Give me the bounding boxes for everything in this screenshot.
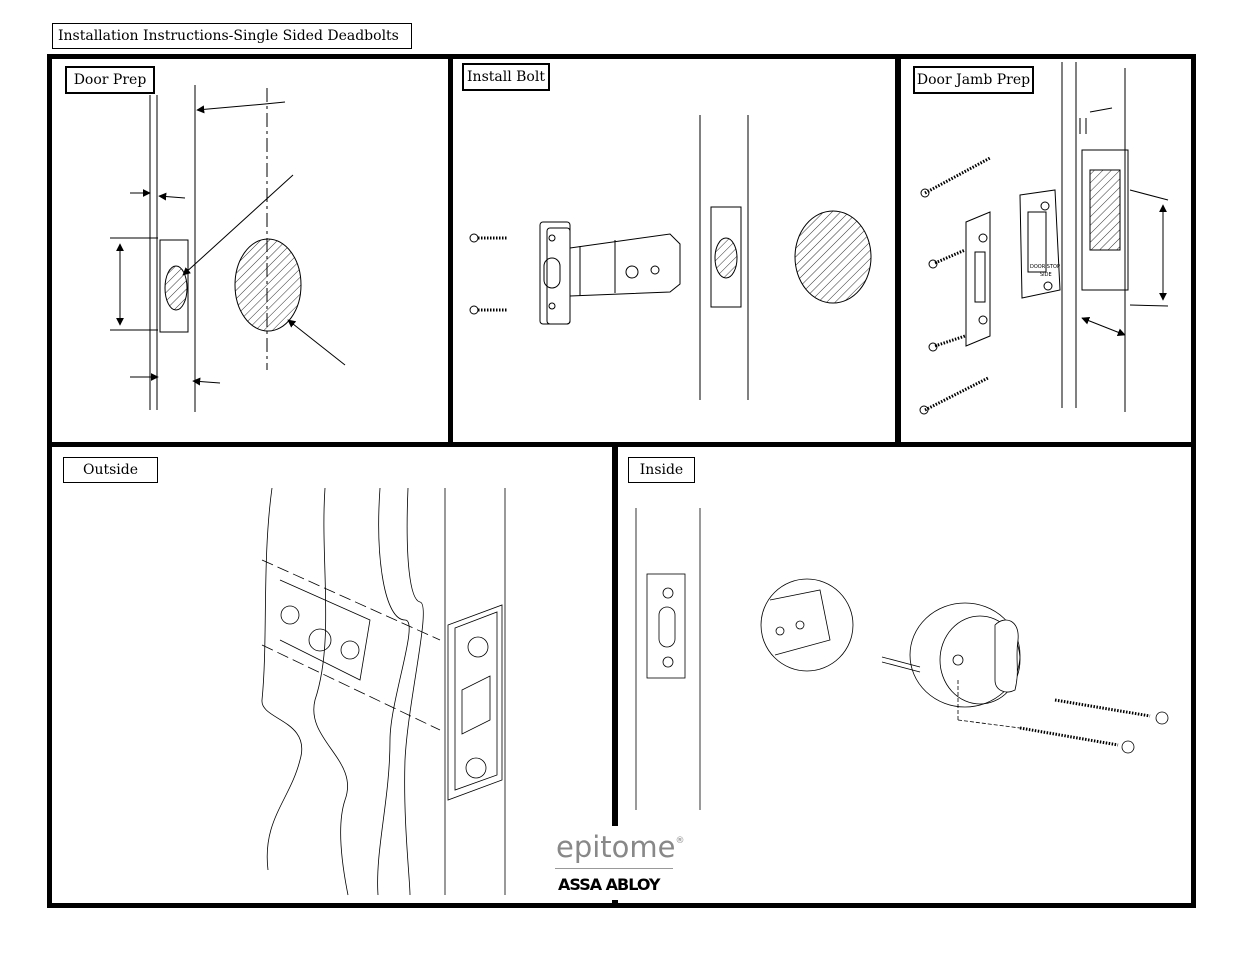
logo-product: epitome: [556, 830, 676, 864]
divider-prep-bolt: [448, 54, 453, 444]
divider-outside-inside: [612, 444, 618, 908]
logo-background: [540, 826, 686, 900]
strike-text-1: DOOR STOP: [1030, 264, 1060, 270]
panel-label-install-bolt: Install Bolt: [462, 63, 550, 91]
door-jamb-prep-drawing: [919, 62, 1169, 415]
panel-label-outside: Outside: [63, 457, 158, 483]
door-prep-drawing: [110, 85, 346, 412]
logo-divider: [555, 868, 673, 869]
diagram-frame: [47, 54, 1196, 908]
install-bolt-drawing: [469, 115, 872, 400]
assa-abloy-logo: ASSA ABLOY: [558, 875, 660, 894]
divider-bolt-jamb: [895, 54, 901, 444]
panel-label-door-jamb-prep: Door Jamb Prep: [913, 66, 1034, 94]
horizontal-divider: [47, 442, 1196, 447]
outside-drawing: [261, 487, 506, 896]
registered-mark: ®: [675, 836, 685, 846]
inside-drawing: [635, 508, 1169, 810]
panel-label-door-prep: Door Prep: [65, 66, 155, 94]
panel-label-inside: Inside: [628, 457, 695, 483]
document-title: Installation Instructions-Single Sided D…: [52, 23, 412, 49]
strike-text-2: SIDE: [1040, 272, 1052, 278]
epitome-logo: epitome®: [556, 830, 685, 864]
